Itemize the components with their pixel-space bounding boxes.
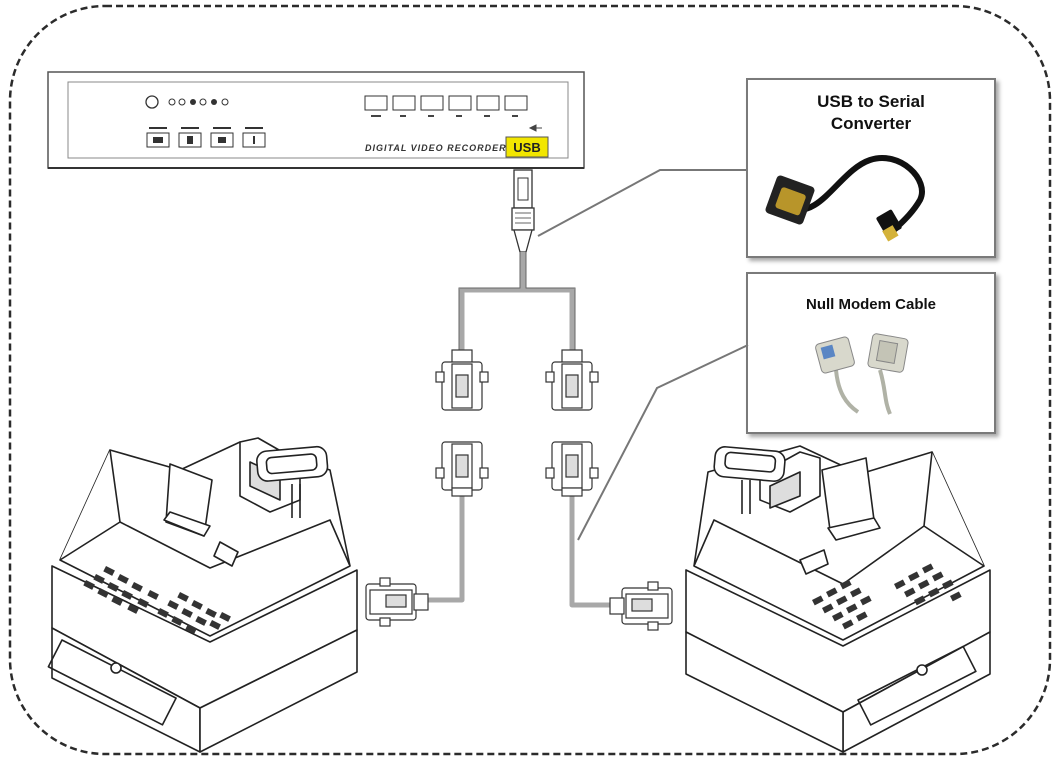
db9-connector-bottom-left bbox=[435, 441, 489, 497]
db9-connector-bottom-right bbox=[545, 441, 599, 497]
power-led bbox=[145, 95, 159, 109]
usb-plug bbox=[511, 169, 535, 253]
null-modem-cable-image bbox=[815, 333, 909, 415]
dvr-brand-text: DIGITAL VIDEO RECORDER bbox=[365, 143, 507, 153]
callout-box-background bbox=[746, 272, 992, 430]
dvr-unit: DIGITAL VIDEO RECORDER USB bbox=[47, 71, 585, 169]
cables bbox=[428, 252, 612, 608]
db9-connector-right-register bbox=[609, 581, 673, 631]
keypad-right-a bbox=[812, 579, 872, 630]
db9-connector-top-right bbox=[545, 349, 599, 411]
converter-title-line2: Converter bbox=[830, 114, 912, 133]
converter-callout-box: USB to Serial Converter bbox=[746, 78, 996, 258]
db9-connector-top-left bbox=[435, 349, 489, 411]
cash-register-left bbox=[47, 437, 358, 753]
null-modem-title: Null Modem Cable bbox=[805, 296, 936, 313]
converter-title-line1: USB to Serial bbox=[817, 92, 925, 111]
db9-connector-left-register bbox=[365, 577, 429, 627]
keypad-right-b bbox=[893, 563, 962, 606]
callout-box-background bbox=[746, 78, 992, 254]
dvr-right-buttons bbox=[364, 95, 528, 111]
cash-register-right bbox=[685, 445, 991, 753]
usb-label: USB bbox=[513, 140, 540, 155]
null-modem-callout-box: Null Modem Cable bbox=[746, 272, 996, 434]
keypad-left-a bbox=[83, 566, 159, 614]
keypad-left-b bbox=[157, 592, 231, 634]
dashed-frame bbox=[8, 4, 1052, 756]
usb-serial-converter-image bbox=[765, 155, 925, 242]
usb-port-label bbox=[505, 136, 549, 158]
callout-lines bbox=[537, 169, 749, 541]
